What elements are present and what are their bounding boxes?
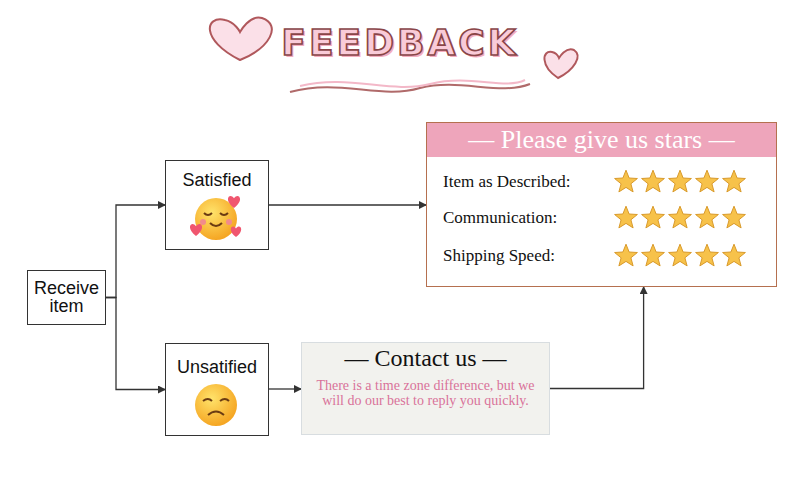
wave-line xyxy=(290,84,530,92)
rating-panel: — Please give us stars — Item as Describe… xyxy=(426,122,777,287)
contact-box: — Contact us — There is a time zone diffe… xyxy=(301,342,550,435)
title: FEEDBACK xyxy=(230,22,570,63)
connector xyxy=(269,388,301,389)
node-text: Shipping Speed: xyxy=(443,246,555,266)
process-box: Unsatified xyxy=(165,343,269,436)
wave-line xyxy=(300,80,525,87)
node-text: — Contact us — xyxy=(302,345,549,373)
node-text: Receive item xyxy=(28,279,105,317)
node-text: Satisfied xyxy=(166,171,268,191)
node-text: Item as Described: xyxy=(443,172,570,192)
happy-emoji xyxy=(190,193,242,243)
connector xyxy=(106,298,165,390)
node-text: — Please give us stars — xyxy=(427,123,776,157)
process-box: Satisfied xyxy=(165,160,269,250)
node-text: Unsatified xyxy=(166,358,268,378)
sad-emoji xyxy=(190,379,242,429)
start-box: Receive item xyxy=(27,270,106,325)
heart xyxy=(544,49,577,78)
node-text: Communication: xyxy=(443,208,557,228)
connector xyxy=(269,204,426,205)
connector xyxy=(106,205,165,298)
heart xyxy=(210,17,272,60)
node-text: There is a time zone difference, but we … xyxy=(310,379,541,408)
connector xyxy=(550,287,644,389)
